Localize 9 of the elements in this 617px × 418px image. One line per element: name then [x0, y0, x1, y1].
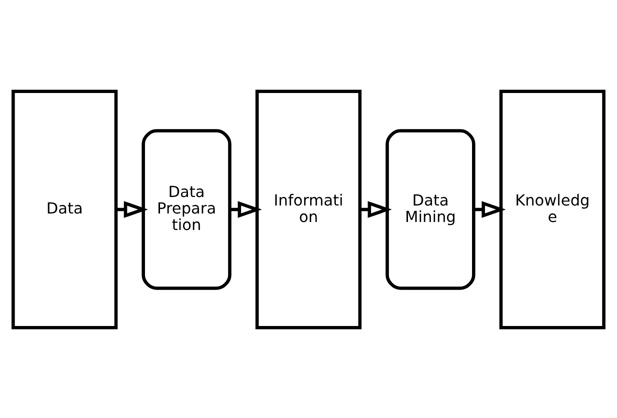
node-box: Data Prepara tion: [142, 128, 232, 290]
arrow: [116, 200, 148, 218]
node-box: Knowledg e: [499, 89, 606, 329]
arrow: [230, 200, 262, 218]
arrow: [474, 200, 506, 218]
node-box: Data Mining: [386, 128, 476, 290]
arrow: [360, 200, 392, 218]
node-box: Data: [12, 89, 118, 329]
node-box: Informati on: [255, 89, 362, 329]
